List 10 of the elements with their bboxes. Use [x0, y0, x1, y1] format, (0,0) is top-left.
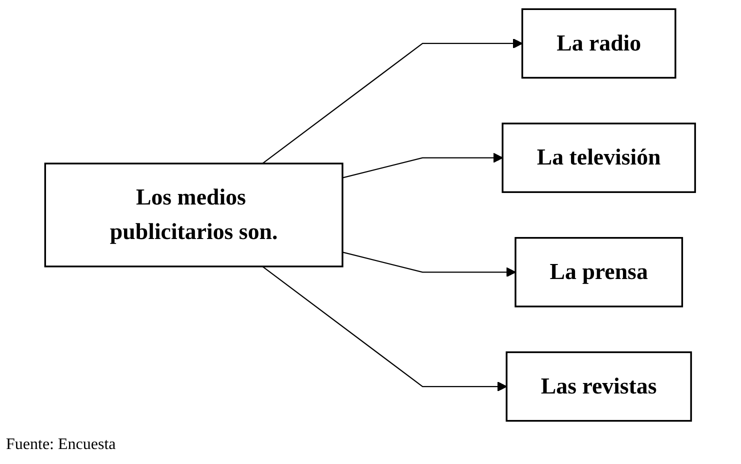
- node-box: La prensa: [515, 237, 684, 308]
- node-box: Los medios publicitarios son.: [44, 162, 344, 268]
- arrow: [262, 266, 508, 392]
- arrow: [262, 38, 524, 164]
- arrow: [342, 252, 516, 278]
- node-box: La televisión: [502, 122, 696, 193]
- caption: Fuente: Encuesta: [6, 436, 116, 454]
- arrow: [342, 152, 504, 178]
- node-box: La radio: [522, 8, 677, 79]
- node-box: Las revistas: [506, 351, 692, 422]
